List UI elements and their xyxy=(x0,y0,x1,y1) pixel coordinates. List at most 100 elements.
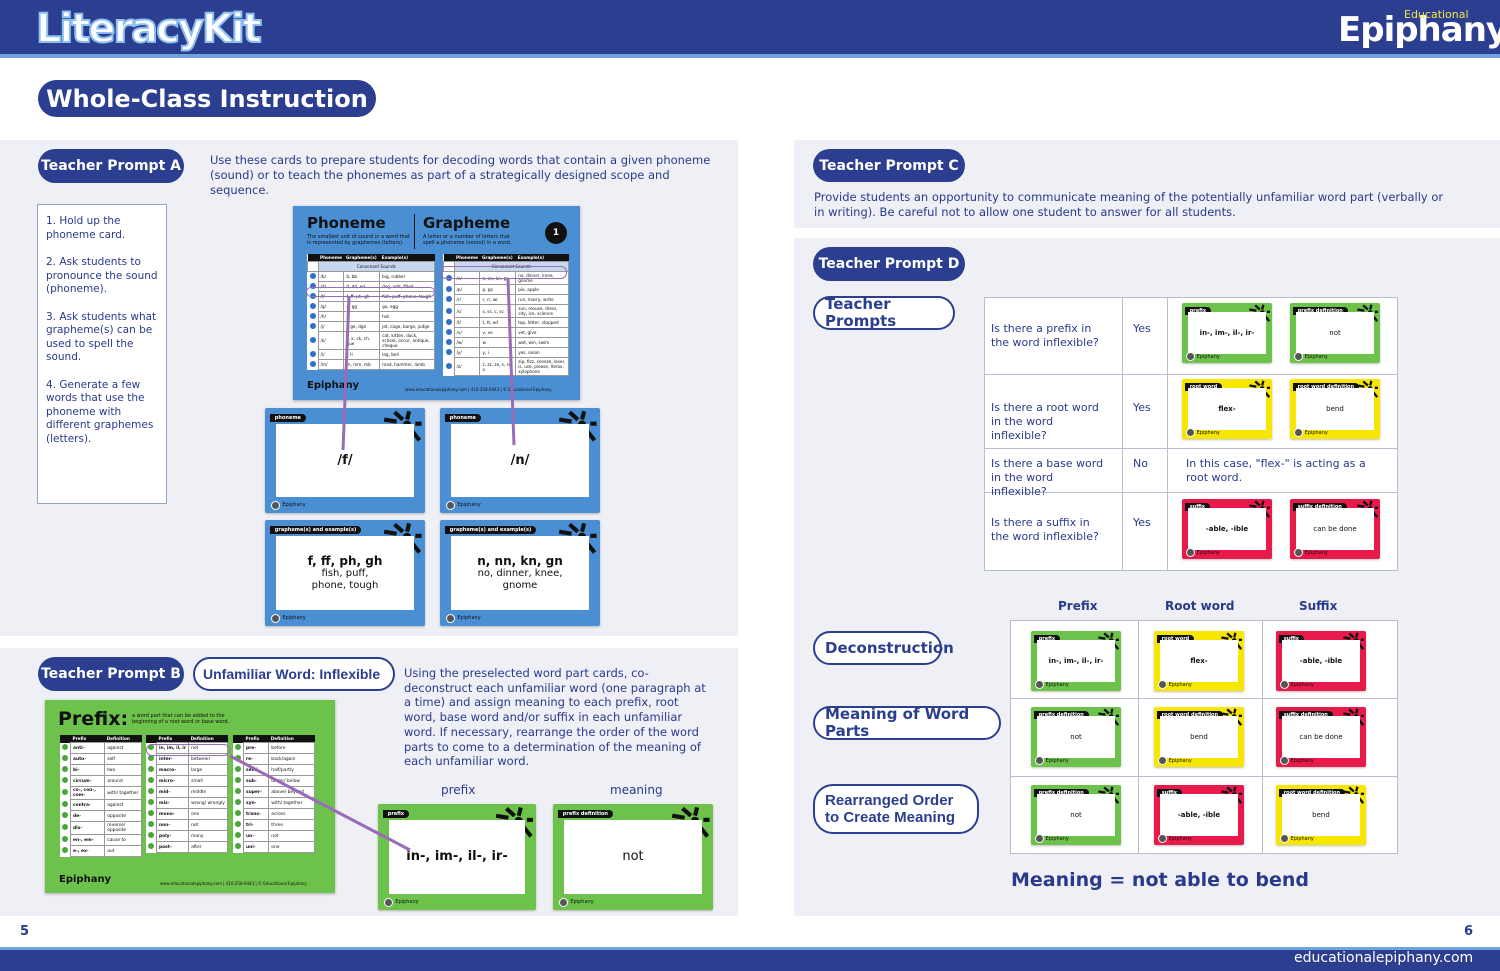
card-content: not xyxy=(564,819,702,895)
table-cell: de- xyxy=(69,810,106,822)
card-text: in-, im-, il-, ir- xyxy=(1048,656,1104,665)
card-label: root word definition xyxy=(1278,788,1346,797)
row-bullet-icon xyxy=(60,811,71,822)
row-bullet-icon xyxy=(444,348,455,358)
logo-small-text: Educational xyxy=(1404,8,1469,21)
divider xyxy=(1138,621,1139,853)
card-text: /f/ xyxy=(337,452,353,468)
unfamiliar-word-label: Unfamiliar Word: Inflexible xyxy=(193,657,395,691)
card-content: in-, im-, il-, ir- xyxy=(1188,312,1266,354)
row-bullet-icon xyxy=(444,272,455,285)
card-text: fish, puff, xyxy=(321,568,369,579)
table-row: mis-wrong/ wrongly xyxy=(146,797,228,809)
card-brand: Epiphany xyxy=(1304,549,1328,556)
card-label: prefix definition xyxy=(1033,710,1089,719)
row-bullet-icon xyxy=(308,322,319,332)
card-content: bend xyxy=(1282,794,1360,836)
table-row: co-, con-, com-with/ together xyxy=(60,786,142,800)
card-content: can be done xyxy=(1296,508,1374,550)
card-label: suffix xyxy=(1184,502,1211,511)
table-cell: co-, con-, com- xyxy=(69,786,106,800)
table-row: pre-before xyxy=(233,742,315,754)
header-cell: Prefix xyxy=(156,735,189,743)
row-bullet-icon xyxy=(233,776,244,787)
row-bullet-icon xyxy=(146,820,157,831)
header-cell xyxy=(60,735,71,743)
row-bullet-icon xyxy=(308,332,319,350)
meaning-caption: meaning xyxy=(610,783,663,797)
prefix-desc: a word part that can be added to the beg… xyxy=(132,713,230,725)
header-cell: Grapheme(s) xyxy=(343,254,380,262)
card-brand-logo: Epiphany xyxy=(1157,680,1192,690)
card-text: in-, im-, il-, ir- xyxy=(406,849,508,864)
table-row: syn-with/ together xyxy=(233,797,315,809)
card-brand: Epiphany xyxy=(282,502,306,509)
table-row: sub-under/ below xyxy=(233,775,315,787)
step-item: 4. Generate a few words that use the pho… xyxy=(46,378,154,445)
column-header-prefix: Prefix xyxy=(1058,599,1098,613)
card-label: root word definition xyxy=(1156,710,1224,719)
card-brand-logo: Epiphany xyxy=(59,874,112,885)
meaning-of-word-parts-label: Meaning of Word Parts xyxy=(813,706,1001,740)
logo-mark-icon xyxy=(1034,756,1044,766)
header-cell: Example(s) xyxy=(379,254,435,262)
card-brand: Epiphany xyxy=(1290,835,1314,842)
table-cell: mad, hammer, lamb xyxy=(379,359,435,370)
card-footer: www.educationalepiphany.com | 410-258-64… xyxy=(405,387,552,392)
card-brand: Epiphany xyxy=(1290,681,1314,688)
row-bullet-icon xyxy=(233,798,244,809)
footer-url[interactable]: educationalepiphany.com xyxy=(1294,950,1474,966)
table-cell: /m/ xyxy=(317,359,345,370)
card-label: suffix xyxy=(1156,788,1183,797)
teacher-prompt-d-label: Teacher Prompt D xyxy=(813,247,965,281)
table-row: mid-middle xyxy=(146,786,228,798)
table-cell: e-, ex- xyxy=(69,845,106,857)
prompt-note: In this case, "flex-" is acting as a roo… xyxy=(1186,457,1366,484)
row-bullet-icon xyxy=(233,754,244,765)
logo-mark-icon xyxy=(1034,834,1044,844)
connector-line xyxy=(506,278,516,446)
logo-mark-icon xyxy=(1293,548,1303,558)
card-brand-logo: Epiphany xyxy=(271,500,306,510)
card-text: not xyxy=(1070,810,1082,819)
header-cell xyxy=(307,254,318,262)
prompt-answer: Yes xyxy=(1133,322,1151,335)
prompt-answer: No xyxy=(1133,457,1148,470)
grapheme-title: Grapheme xyxy=(423,214,511,232)
table-cell: uni- xyxy=(242,841,270,853)
row-bullet-icon xyxy=(308,302,319,312)
card-label: prefix definition xyxy=(1033,788,1089,797)
prompt-question: Is there a suffix in the word inflexible… xyxy=(991,516,1099,543)
row-bullet-icon xyxy=(308,350,319,360)
row-bullet-icon xyxy=(444,338,455,348)
card-text: bend xyxy=(1190,732,1208,741)
card-label: root word xyxy=(1156,634,1195,643)
divider xyxy=(985,492,1397,493)
literacykit-logo: LiteracyKit xyxy=(35,5,263,53)
logo-mark-icon xyxy=(1293,428,1303,438)
row-bullet-icon xyxy=(308,360,319,370)
card-label: prefix xyxy=(382,810,410,819)
logo-text: Epiphany xyxy=(1338,10,1500,50)
prompt-answer: Yes xyxy=(1133,401,1151,414)
card-label: phoneme xyxy=(269,414,306,423)
header-cell xyxy=(233,735,244,743)
meaning-result: Meaning = not able to bend xyxy=(1011,869,1310,891)
row-bullet-icon xyxy=(60,765,71,776)
card-brand: Epiphany xyxy=(1168,757,1192,764)
card-content: -able, -ible xyxy=(1188,508,1266,550)
card-brand: Epiphany xyxy=(395,899,419,906)
card-text: no, dinner, knee, xyxy=(477,568,563,579)
card-content: in-, im-, il-, ir- xyxy=(1037,640,1115,682)
